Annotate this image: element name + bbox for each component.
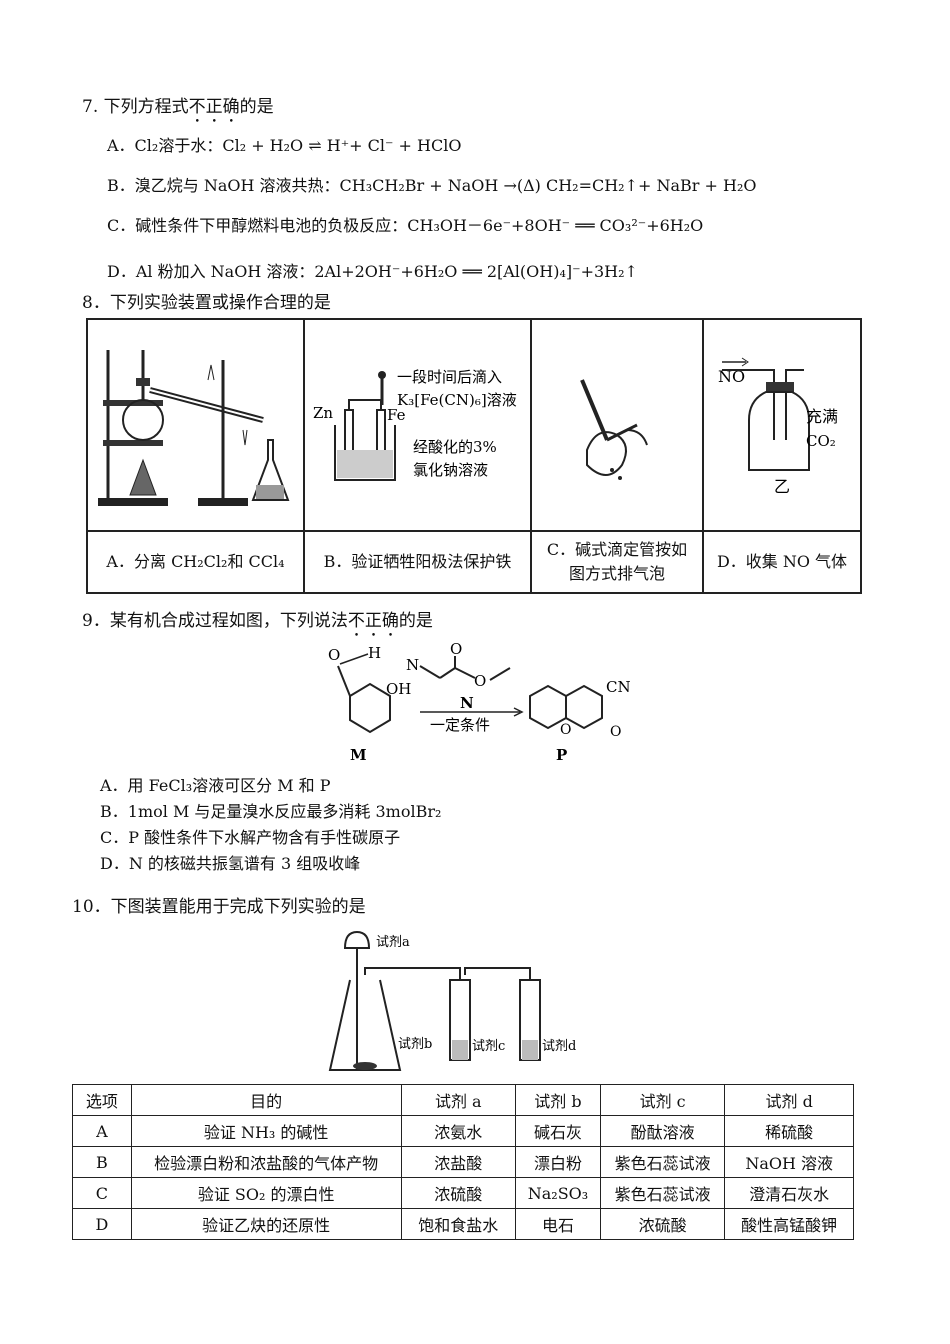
svg-text:O: O xyxy=(328,646,340,664)
table-cell: B xyxy=(72,1146,132,1178)
svg-text:NO: NO xyxy=(718,367,745,386)
header-reagent-d: 试剂 d xyxy=(724,1084,854,1116)
svg-text:OH: OH xyxy=(386,680,411,698)
table-cell: 浓氨水 xyxy=(400,1115,517,1147)
table-cell: 浓硫酸 xyxy=(599,1208,726,1240)
table-cell: 漂白粉 xyxy=(515,1146,601,1178)
table-row: D 验证乙炔的还原性 饱和食盐水 电石 浓硫酸 酸性高锰酸钾 xyxy=(72,1208,854,1240)
table-cell: 电石 xyxy=(515,1208,601,1240)
svg-text:O: O xyxy=(560,722,571,738)
q7-option-c: C．碱性条件下甲醇燃料电池的负极反应：CH₃OH－6e⁻+8OH⁻ ══ CO₃… xyxy=(107,216,704,235)
svg-text:N: N xyxy=(460,694,474,712)
svg-text:O: O xyxy=(474,672,486,690)
caption-d: D．收集 NO 气体 xyxy=(702,530,862,594)
sacrificial-anode-apparatus: 一段时间后滴入 K₃[Fe(CN)₆]溶液 Zn Fe 经酸化的3% 氯化钠溶液 xyxy=(313,368,517,481)
q9-stem: 9．某有机合成过程如图，下列说法不正确的是 xyxy=(82,611,433,631)
svg-text:Zn: Zn xyxy=(313,404,333,422)
svg-text:CN: CN xyxy=(606,678,631,696)
table-cell: D xyxy=(72,1208,132,1240)
caption-b: B．验证牺牲阳极法保护铁 xyxy=(303,530,532,594)
table-cell: 饱和食盐水 xyxy=(400,1208,517,1240)
svg-text:试剂d: 试剂d xyxy=(542,1039,576,1054)
table-cell: 紫色石蕊试液 xyxy=(599,1177,726,1209)
table-cell: 验证 SO₂ 的漂白性 xyxy=(130,1177,402,1209)
table-cell: NaOH 溶液 xyxy=(724,1146,854,1178)
caption-a: A．分离 CH₂Cl₂和 CCl₄ xyxy=(86,530,305,594)
q7-stem: 7. 下列方程式不正确的是 xyxy=(82,97,274,117)
header-option: 选项 xyxy=(72,1084,132,1116)
svg-text:氯化钠溶液: 氯化钠溶液 xyxy=(413,461,488,479)
table-row: A 验证 NH₃ 的碱性 浓氨水 碱石灰 酚酞溶液 稀硫酸 xyxy=(72,1115,854,1147)
table-cell: 验证乙炔的还原性 xyxy=(130,1208,402,1240)
table-cell: Na₂SO₃ xyxy=(515,1177,601,1209)
table-row: C 验证 SO₂ 的漂白性 浓硫酸 Na₂SO₃ 紫色石蕊试液 澄清石灰水 xyxy=(72,1177,854,1209)
table-cell: 澄清石灰水 xyxy=(724,1177,854,1209)
svg-text:P: P xyxy=(556,746,567,764)
svg-text:M: M xyxy=(350,746,367,764)
q8-stem: 8．下列实验装置或操作合理的是 xyxy=(82,293,331,313)
burette-bubble-removal xyxy=(580,379,648,480)
distillation-apparatus xyxy=(98,350,290,506)
q9-option-d: D．N 的核磁共振氢谱有 3 组吸收峰 xyxy=(100,854,361,873)
table-cell: 浓盐酸 xyxy=(400,1146,517,1178)
table-cell: 检验漂白粉和浓盐酸的气体产物 xyxy=(130,1146,402,1178)
q9-option-c: C．P 酸性条件下水解产物含有手性碳原子 xyxy=(100,828,401,847)
caption-c: C．碱式滴定管按如图方式排气泡 xyxy=(530,530,704,594)
svg-text:经酸化的3%: 经酸化的3% xyxy=(413,438,497,456)
svg-text:乙: 乙 xyxy=(774,477,790,496)
svg-text:一定条件: 一定条件 xyxy=(430,716,490,734)
q8-apparatus-table: 一段时间后滴入 K₃[Fe(CN)₆]溶液 Zn Fe 经酸化的3% 氯化钠溶液 xyxy=(86,318,862,594)
svg-text:O: O xyxy=(450,640,462,658)
table-cell: A xyxy=(72,1115,132,1147)
svg-text:试剂a: 试剂a xyxy=(376,935,410,950)
header-reagent-c: 试剂 c xyxy=(599,1084,726,1116)
svg-text:试剂c: 试剂c xyxy=(472,1039,505,1054)
table-cell: 紫色石蕊试液 xyxy=(599,1146,726,1178)
header-reagent-a: 试剂 a xyxy=(400,1084,517,1116)
table-cell: 酸性高锰酸钾 xyxy=(724,1208,854,1240)
q10-options-table: 选项 目的 试剂 a 试剂 b 试剂 c 试剂 d A 验证 NH₃ 的碱性 浓… xyxy=(72,1084,854,1240)
gas-collection-bottle: NO 充满 CO₂ 乙 xyxy=(718,357,838,496)
q9-option-a: A．用 FeCl₃溶液可区分 M 和 P xyxy=(100,776,331,795)
svg-text:K₃[Fe(CN)₆]溶液: K₃[Fe(CN)₆]溶液 xyxy=(397,391,517,409)
table-header-row: 选项 目的 试剂 a 试剂 b 试剂 c 试剂 d xyxy=(72,1084,854,1116)
apparatus-a-cell xyxy=(86,318,305,532)
svg-text:Fe: Fe xyxy=(387,406,406,424)
svg-text:CO₂: CO₂ xyxy=(806,432,836,450)
svg-text:充满: 充满 xyxy=(806,407,838,426)
apparatus-c-cell xyxy=(530,318,704,532)
q10-stem: 10．下图装置能用于完成下列实验的是 xyxy=(72,897,366,917)
apparatus-b-cell: 一段时间后滴入 K₃[Fe(CN)₆]溶液 Zn Fe 经酸化的3% 氯化钠溶液 xyxy=(303,318,532,532)
q9-option-b: B．1mol M 与足量溴水反应最多消耗 3molBr₂ xyxy=(100,802,442,821)
table-cell: 酚酞溶液 xyxy=(599,1115,726,1147)
header-reagent-b: 试剂 b xyxy=(515,1084,601,1116)
svg-text:试剂b: 试剂b xyxy=(398,1037,432,1052)
q7-option-b: B．溴乙烷与 NaOH 溶液共热：CH₃CH₂Br + NaOH →(Δ) CH… xyxy=(107,176,757,195)
header-purpose: 目的 xyxy=(130,1084,402,1116)
svg-text:N: N xyxy=(406,656,419,674)
table-cell: 浓硫酸 xyxy=(400,1177,517,1209)
q7-option-a: A．Cl₂溶于水：Cl₂ + H₂O ⇌ H⁺+ Cl⁻ + HClO xyxy=(107,136,462,155)
apparatus-d-cell: NO 充满 CO₂ 乙 xyxy=(702,318,862,532)
table-row: B 检验漂白粉和浓盐酸的气体产物 浓盐酸 漂白粉 紫色石蕊试液 NaOH 溶液 xyxy=(72,1146,854,1178)
table-cell: 碱石灰 xyxy=(515,1115,601,1147)
table-cell: 验证 NH₃ 的碱性 xyxy=(130,1115,402,1147)
q10-apparatus: 试剂a 试剂b 试剂c 试剂d xyxy=(328,930,576,1071)
svg-text:O: O xyxy=(610,724,621,740)
svg-text:H: H xyxy=(368,644,381,662)
table-cell: 稀硫酸 xyxy=(724,1115,854,1147)
table-cell: C xyxy=(72,1177,132,1209)
svg-text:一段时间后滴入: 一段时间后滴入 xyxy=(397,368,502,386)
q9-reaction-scheme: O H OH M N O O N 一定条件 O O CN P xyxy=(328,640,631,764)
q7-option-d: D．Al 粉加入 NaOH 溶液：2Al+2OH⁻+6H₂O ══ 2[Al(O… xyxy=(107,262,638,281)
